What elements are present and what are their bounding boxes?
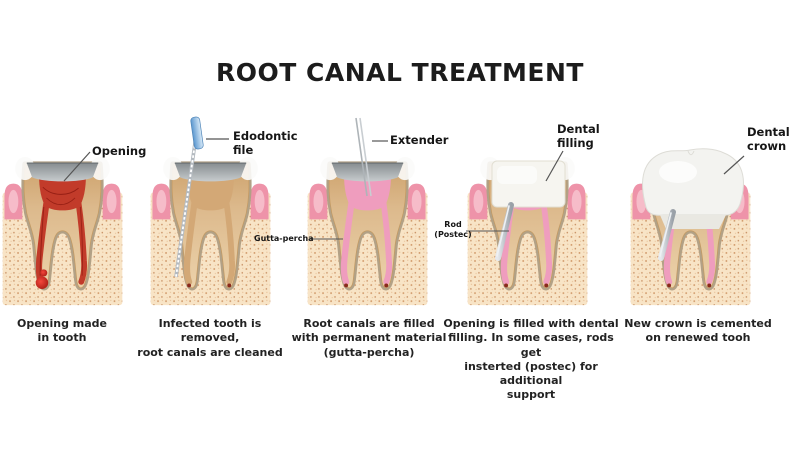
abscess: [35, 276, 49, 289]
stage-2-tooth-illustration: [150, 156, 271, 306]
stage-3-tooth-illustration: [307, 156, 428, 306]
dental-filling-label: Dental filling: [557, 122, 600, 151]
gutta-percha-label: Gutta-percha: [254, 234, 314, 243]
stage-5-caption: New crown is cemented on renewed tooh: [624, 317, 772, 345]
stage-5-tooth-illustration: [630, 146, 751, 306]
rod-postec-label: Rod (Postec): [434, 220, 472, 240]
stage-1-caption: Opening made in tooth: [16, 317, 108, 345]
stage-2-caption: Infected tooth is removed, root canals a…: [137, 317, 283, 359]
abscess: [40, 269, 48, 277]
stage-4-caption: Opening is filled with dental filling. I…: [443, 317, 619, 402]
dental-crown-label: Dental crown: [747, 125, 790, 154]
page-title: ROOT CANAL TREATMENT: [216, 58, 584, 87]
stage-1-tooth-illustration: [2, 156, 123, 306]
opening-label: Opening: [92, 144, 147, 158]
endodontic-file-label: Edodontic file: [233, 129, 298, 158]
stage-3-caption: Root canals are filled with permanent ma…: [291, 317, 447, 359]
stage-4-tooth-illustration: [467, 156, 588, 306]
extender-label: Extender: [390, 133, 449, 147]
